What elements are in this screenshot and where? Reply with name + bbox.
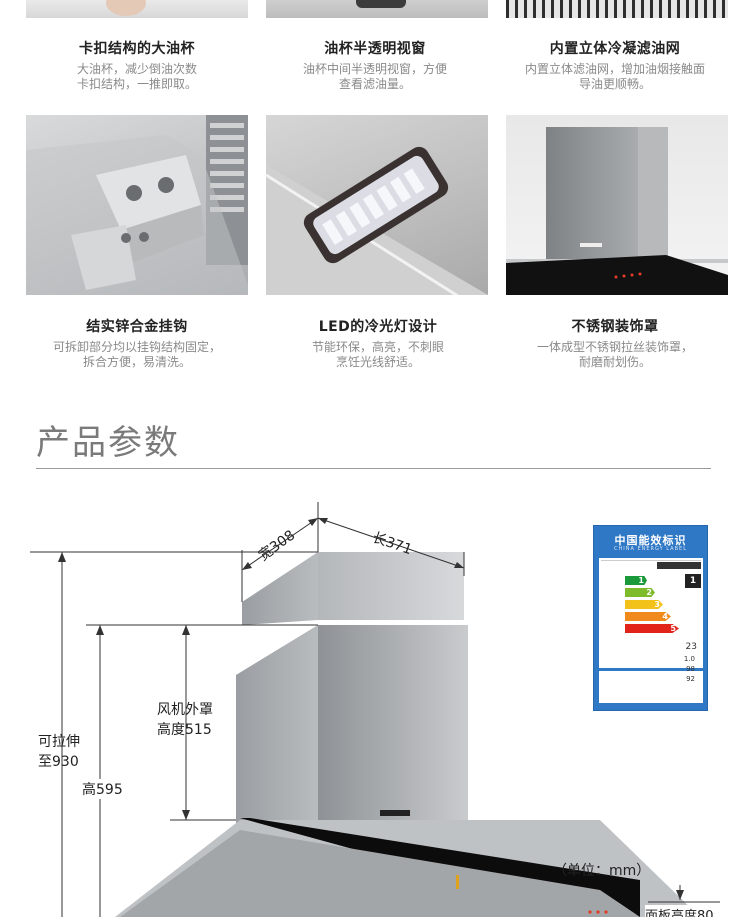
value-2: 98 (686, 665, 695, 673)
grade-3: 3 (625, 600, 663, 609)
grade-5: 5 (625, 624, 679, 633)
energy-label-values: 23 1.0 98 92 (599, 642, 703, 703)
feature-desc-2: 烹饪光线舒适。 (335, 355, 420, 369)
feature-desc-1: 可拆卸部分均以挂钩结构固定， (52, 340, 221, 354)
photo-led-light (266, 115, 488, 295)
feature-title: 结实锌合金挂钩 (86, 319, 188, 335)
dim-stretch-line2: 至930 (38, 754, 79, 770)
hood-dimension-diagram (30, 502, 720, 917)
photo-large-oil-cup (26, 0, 248, 18)
feature-desc-1: 内置立体滤油网，增加油烟接触面 (524, 62, 705, 76)
feature-desc-1: 一体成型不锈钢拉丝装饰罩， (536, 340, 693, 354)
grade-2: 2 (625, 588, 655, 597)
feature-title: 内置立体冷凝滤油网 (549, 41, 681, 57)
energy-label-subtitle: CHINA ENERGY LABEL (614, 546, 687, 552)
photo-filter-net (506, 0, 728, 18)
feature-desc-1: 大油杯，减少倒油次数 (76, 62, 197, 76)
dim-fan-cover: 风机外罩 高度515 (157, 700, 213, 740)
grade-4: 4 (625, 612, 671, 621)
section-title-params: 产品参数 (36, 423, 180, 463)
feature-desc-1: 节能环保，高亮，不刺眼 (311, 340, 444, 354)
energy-label-grades: 1 2 3 4 5 1 (599, 558, 703, 668)
feature-oil-cup-window: 油杯半透明视窗 油杯中间半透明视窗，方便 查看滤油量。 (255, 38, 495, 92)
feature-stainless-cover: 不锈钢装饰罩 一体成型不锈钢拉丝装饰罩， 耐磨耐划伤。 (495, 316, 735, 370)
energy-label: 中国能效标识 CHINA ENERGY LABEL 1 2 3 4 5 1 23… (593, 525, 708, 711)
feature-title: 不锈钢装饰罩 (571, 319, 659, 335)
dim-fan-cover-line2: 高度515 (157, 722, 212, 738)
feature-title: LED的冷光灯设计 (318, 319, 438, 335)
value-1: 1.0 (683, 655, 695, 663)
feature-zinc-alloy-hook: 结实锌合金挂钩 可拆卸部分均以挂钩结构固定， 拆合方便，易清洗。 (17, 316, 257, 370)
feature-large-oil-cup: 卡扣结构的大油杯 大油杯，减少倒油次数 卡扣结构，一推即取。 (17, 38, 257, 92)
dim-stretch: 可拉伸 至930 (38, 732, 80, 772)
feature-desc-2: 耐磨耐划伤。 (578, 355, 651, 369)
current-grade-badge: 1 (685, 574, 701, 588)
feature-desc-1: 油杯中间半透明视窗，方便 (302, 62, 447, 76)
feature-desc-2: 卡扣结构，一推即取。 (76, 77, 197, 91)
energy-label-title: 中国能效标识 (614, 534, 687, 547)
grade-1: 1 (625, 576, 647, 585)
section-divider (36, 468, 711, 469)
feature-desc-2: 拆合方便，易清洗。 (82, 355, 191, 369)
feature-filter-net: 内置立体冷凝滤油网 内置立体滤油网，增加油烟接触面 导油更顺畅。 (495, 38, 735, 92)
value-3: 92 (686, 675, 695, 683)
dim-fan-cover-line1: 风机外罩 (157, 702, 213, 718)
dim-stretch-line1: 可拉伸 (38, 734, 80, 750)
feature-desc-2: 查看滤油量。 (338, 77, 411, 91)
feature-title: 卡扣结构的大油杯 (79, 41, 195, 57)
dim-height: 高595 (82, 779, 123, 799)
value-main: 23 (685, 642, 697, 652)
energy-label-footer (599, 706, 703, 710)
feature-desc-2: 导油更顺畅。 (578, 77, 651, 91)
dim-panel: 面板高度80 (645, 905, 714, 917)
photo-zinc-alloy-hook (26, 115, 248, 295)
feature-title: 油杯半透明视窗 (324, 41, 426, 57)
feature-led-light: LED的冷光灯设计 节能环保，高亮，不刺眼 烹饪光线舒适。 (258, 316, 498, 370)
photo-oil-cup-window (266, 0, 488, 18)
unit-note: （单位：mm） (553, 863, 651, 879)
photo-stainless-cover (506, 115, 728, 295)
